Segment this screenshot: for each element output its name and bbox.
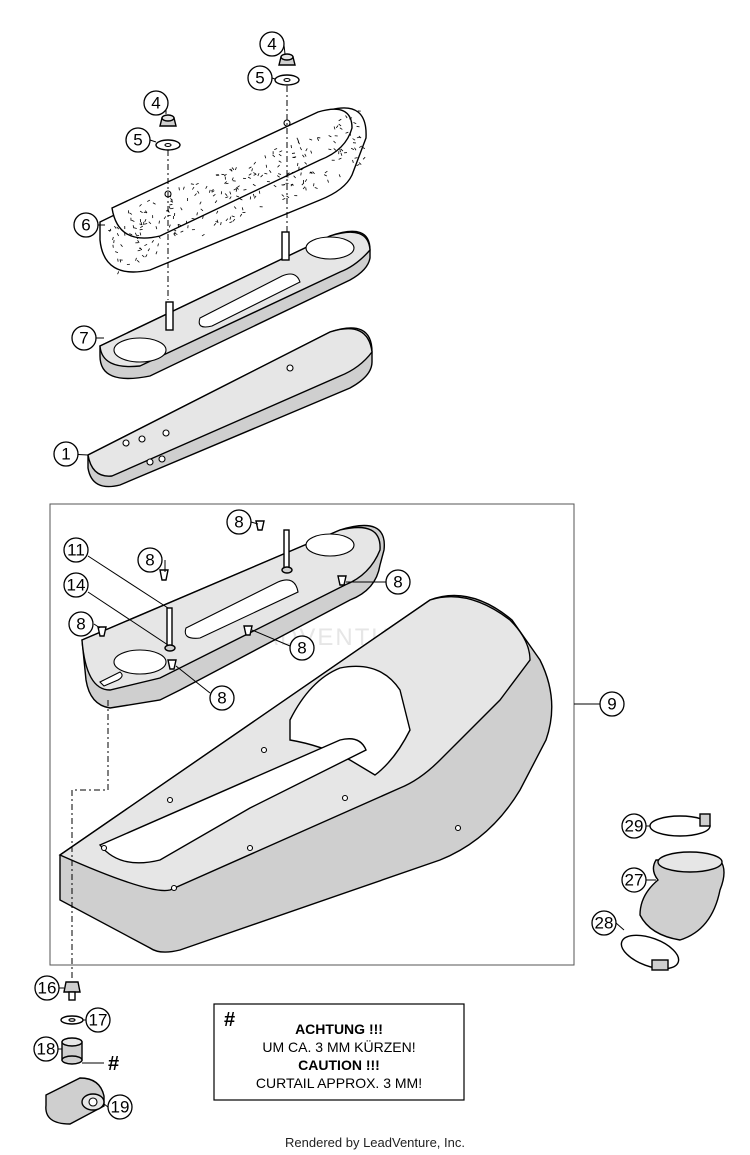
- callout-4-left: 4: [143, 90, 169, 116]
- part-4-nut-right[interactable]: [278, 53, 296, 66]
- callout-8-right: 8: [385, 569, 411, 595]
- svg-text:11: 11: [67, 541, 85, 560]
- svg-text:16: 16: [38, 979, 57, 998]
- svg-text:4: 4: [151, 94, 160, 113]
- part-1-base-plate[interactable]: [87, 327, 373, 488]
- callout-29: 29: [621, 813, 647, 839]
- svg-text:1: 1: [61, 445, 70, 464]
- callout-11: 11: [63, 537, 89, 563]
- note-hash: #: [224, 1009, 235, 1031]
- callout-5-left: 5: [125, 127, 151, 153]
- part-5-washer-left[interactable]: [155, 139, 181, 151]
- note-line-4: CURTAIL APPROX. 3 MM!: [256, 1075, 422, 1091]
- part-4-nut-left[interactable]: [159, 114, 177, 127]
- callout-8-mid: 8: [137, 547, 163, 573]
- svg-text:29: 29: [625, 817, 644, 836]
- callout-27: 27: [621, 867, 647, 893]
- svg-text:17: 17: [89, 1011, 108, 1030]
- svg-text:28: 28: [595, 914, 614, 933]
- callout-6: 6: [73, 212, 99, 238]
- note-line-1: ACHTUNG !!!: [295, 1021, 383, 1037]
- part-14-long-bolt[interactable]: [281, 529, 293, 574]
- part-7-top-plate[interactable]: [99, 230, 371, 380]
- note-line-2: UM CA. 3 MM KÜRZEN!: [262, 1038, 415, 1055]
- svg-text:7: 7: [79, 329, 88, 348]
- svg-text:8: 8: [217, 689, 226, 708]
- svg-text:27: 27: [625, 871, 644, 890]
- svg-text:9: 9: [607, 695, 616, 714]
- callout-14: 14: [63, 572, 89, 598]
- lower-mounting-plate[interactable]: [81, 524, 385, 709]
- callout-8-left: 8: [68, 611, 94, 637]
- callout-5-right: 5: [247, 65, 273, 91]
- svg-text:19: 19: [111, 1098, 130, 1117]
- footer-credit: Rendered by LeadVenture, Inc.: [285, 1135, 465, 1150]
- callout-8-bottom: 8: [209, 685, 235, 711]
- callout-4-right: 4: [259, 31, 285, 57]
- svg-text:8: 8: [76, 615, 85, 634]
- svg-text:8: 8: [297, 639, 306, 658]
- svg-text:5: 5: [133, 131, 142, 150]
- svg-text:8: 8: [145, 551, 154, 570]
- callout-18: 18: [33, 1036, 59, 1062]
- callout-28: 28: [591, 910, 617, 936]
- callout-19: 19: [107, 1094, 133, 1120]
- svg-text:5: 5: [255, 69, 264, 88]
- part-17-washer[interactable]: [60, 1015, 84, 1025]
- part-6-air-filter-foam[interactable]: [99, 107, 367, 275]
- part-8-screw[interactable]: [97, 520, 347, 670]
- part-27-intake-boot[interactable]: [639, 851, 725, 941]
- part-29-clamp[interactable]: [649, 813, 711, 837]
- callout-8-center: 8: [289, 635, 315, 661]
- svg-text:8: 8: [234, 513, 243, 532]
- svg-text:18: 18: [37, 1040, 56, 1059]
- part-28-clamp[interactable]: [617, 929, 683, 976]
- svg-text:6: 6: [81, 216, 90, 235]
- svg-text:14: 14: [67, 576, 86, 595]
- svg-text:8: 8: [393, 573, 402, 592]
- part-11-long-bolt[interactable]: [164, 607, 176, 652]
- part-9-group-frame: [49, 503, 575, 966]
- part-9-air-box[interactable]: [58, 594, 553, 953]
- leader-lines: [58, 44, 656, 1108]
- callout-1: 1: [53, 441, 79, 467]
- part-5-washer-right[interactable]: [274, 74, 300, 86]
- callout-17: 17: [85, 1007, 111, 1033]
- callout-16: 16: [34, 975, 60, 1001]
- callout-9: 9: [599, 691, 625, 717]
- part-18-spacer[interactable]: [61, 1037, 83, 1065]
- callout-7: 7: [71, 325, 97, 351]
- part-19-rubber-mount[interactable]: [45, 1077, 105, 1125]
- caution-note-box: # ACHTUNG !!! UM CA. 3 MM KÜRZEN! CAUTIO…: [213, 1003, 465, 1101]
- note-line-3: CAUTION !!!: [298, 1057, 380, 1073]
- callout-8-top: 8: [226, 509, 252, 535]
- svg-text:4: 4: [267, 35, 276, 54]
- part-16-bolt[interactable]: [63, 981, 81, 1001]
- hash-mark: #: [108, 1053, 119, 1075]
